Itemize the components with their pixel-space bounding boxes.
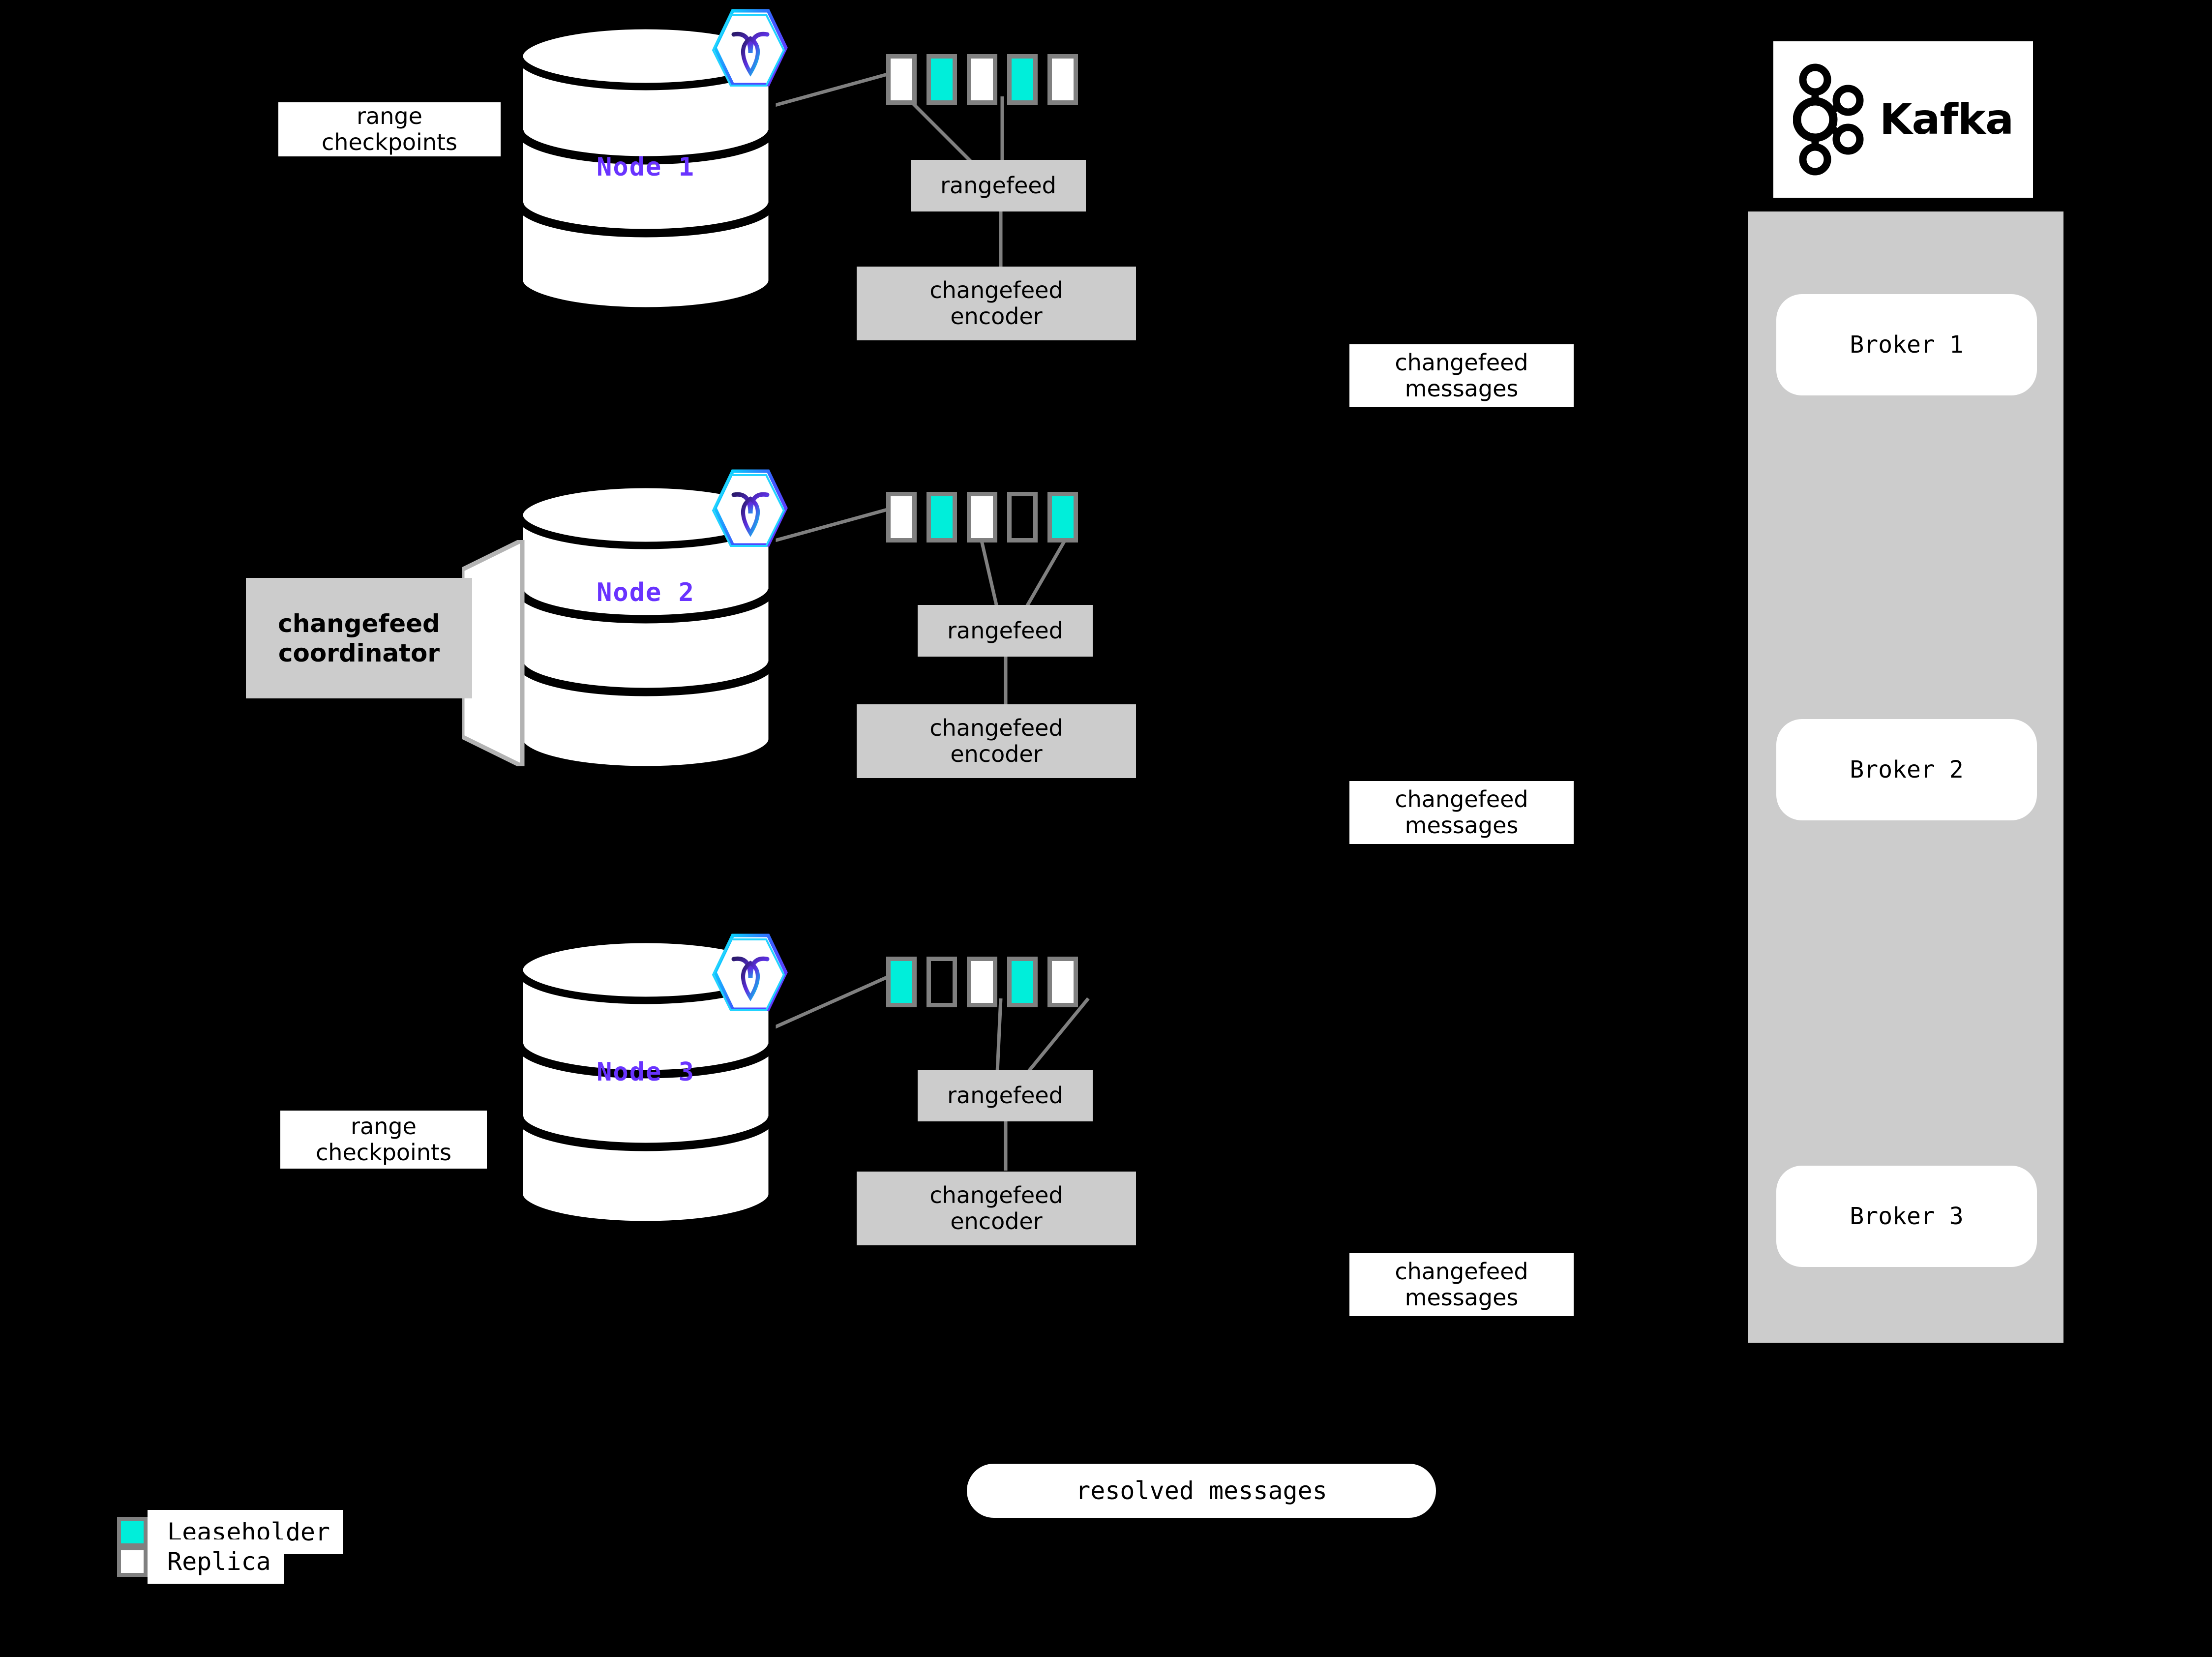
range-leaseholder [1007,957,1038,1007]
changefeed-coordinator-box: changefeed coordinator [246,578,472,698]
range-empty [927,957,957,1007]
range-replica [1047,54,1078,105]
changefeed-messages-label-1: changefeed messages [1349,344,1574,407]
cockroachdb-logo-icon-3 [711,931,790,1014]
range-replica [967,957,997,1007]
range-replica [967,492,997,542]
changefeed-encoder-box-2: changefeed encoder [857,704,1136,778]
range-row-2 [886,492,1078,542]
range-row-3 [886,957,1078,1007]
kafka-wordmark: Kafka [1879,95,2014,144]
kafka-logo-box: Kafka [1773,41,2033,198]
legend-swatch-replica-icon [117,1546,148,1577]
range-empty [1007,492,1038,542]
changefeed-encoder-box-1: changefeed encoder [857,267,1136,340]
kafka-logo-icon [1793,63,1864,176]
range-replica [1047,957,1078,1007]
changefeed-messages-label-3: changefeed messages [1349,1253,1574,1316]
broker-box-3: Broker 3 [1776,1166,2037,1267]
changefeed-encoder-box-3: changefeed encoder [857,1172,1136,1245]
range-checkpoints-label-1: range checkpoints [278,102,501,156]
range-checkpoints-label-3: range checkpoints [280,1111,487,1169]
changefeed-messages-label-2: changefeed messages [1349,781,1574,844]
range-leaseholder [927,492,957,542]
coordinator-callout-pointer [462,540,525,766]
resolved-messages-pill: resolved messages [967,1464,1436,1518]
rangefeed-box-3: rangefeed [918,1070,1093,1121]
legend-item-replica: Replica [117,1539,284,1584]
broker-box-1: Broker 1 [1776,294,2037,395]
range-row-1 [886,54,1078,105]
legend-label-replica: Replica [148,1539,284,1584]
range-leaseholder [886,957,917,1007]
range-leaseholder [927,54,957,105]
legend: Leaseholder Replica [117,1510,422,1628]
rangefeed-box-1: rangefeed [911,160,1086,211]
cockroachdb-logo-icon-2 [711,466,790,550]
legend-swatch-leaseholder-icon [117,1517,148,1547]
range-replica [967,54,997,105]
cockroachdb-logo-icon-1 [711,6,790,90]
range-leaseholder [1007,54,1038,105]
range-replica [886,492,917,542]
range-leaseholder [1047,492,1078,542]
rangefeed-box-2: rangefeed [918,605,1093,657]
range-replica [886,54,917,105]
broker-box-2: Broker 2 [1776,719,2037,820]
